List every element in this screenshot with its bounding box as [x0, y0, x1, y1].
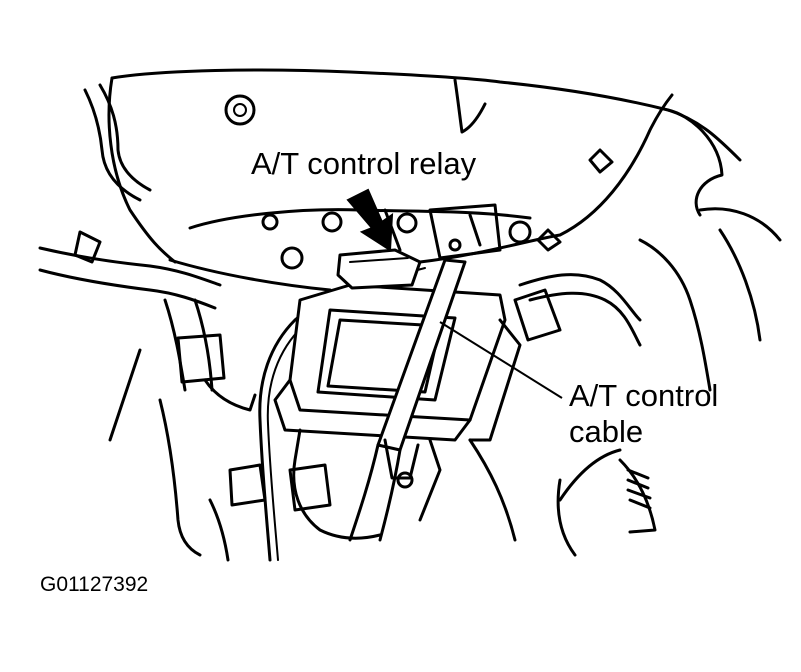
cable-callout-line1: A/T control [569, 378, 719, 413]
black-pointer-arrow-icon [346, 188, 394, 252]
right-harness [513, 207, 782, 534]
mounting-holes [224, 94, 532, 489]
relay-connector [336, 203, 502, 290]
left-wiring-harness [38, 83, 257, 557]
cable-callout-line2: cable [569, 414, 644, 449]
figure-code: G01127392 [40, 573, 149, 596]
relay-callout-label: A/T control relay [251, 146, 477, 181]
cable-callout-label: A/T control cable [569, 378, 718, 450]
at-control-cable-rod [348, 258, 467, 542]
lower-components [208, 438, 577, 562]
relay-module [273, 283, 522, 540]
cable-leader-line [439, 321, 563, 399]
